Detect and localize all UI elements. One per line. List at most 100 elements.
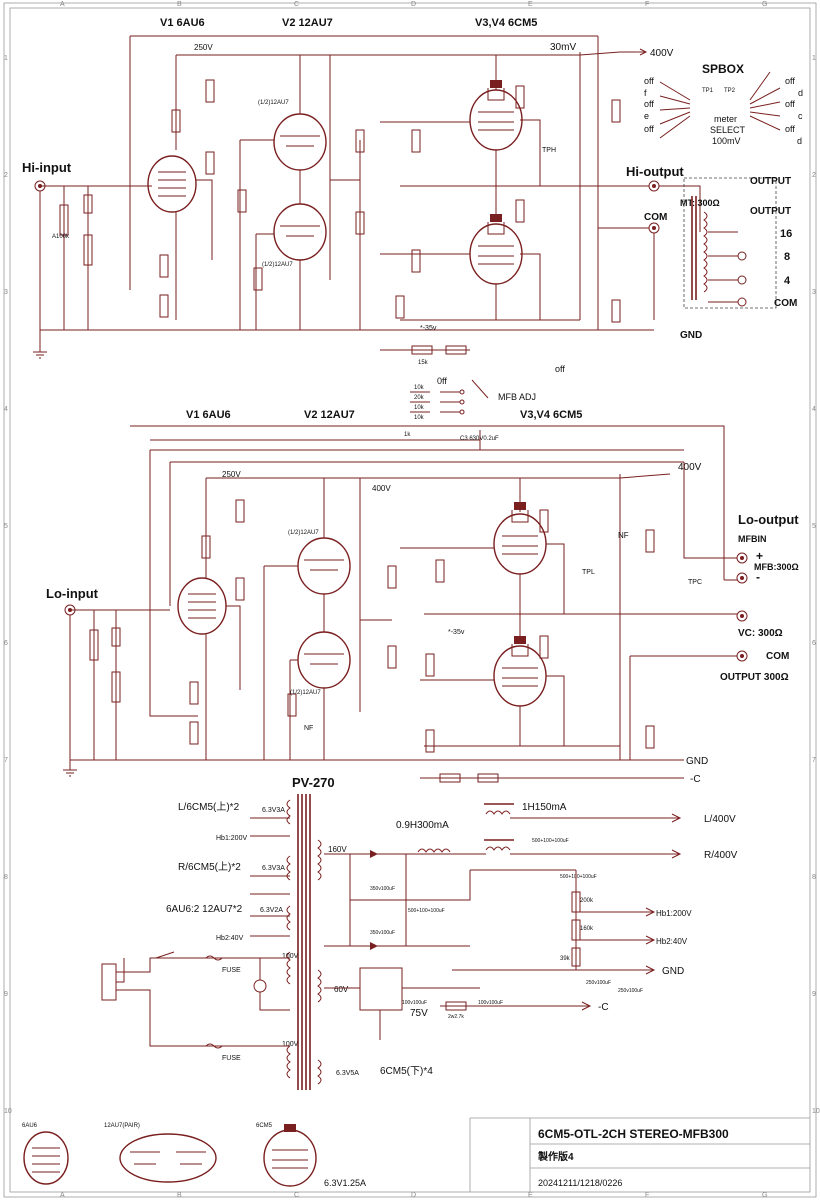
bottom-tube-v2-label: V2 12AU7 [304,409,355,421]
pri-100v-b: 100V [282,1041,299,1048]
drawing-outer-border [3,2,817,1198]
sec-60v: 60V [334,985,349,994]
grid-row-label: 6 [4,640,8,647]
mfb-plus: + [756,549,763,563]
sec-160v: 160V [328,845,347,854]
top-v3-tube [469,89,523,151]
lo-output-label: Lo-output [738,512,799,527]
bottom-v2a-tube [297,537,351,595]
cap-a: 350v100uF [370,886,395,892]
cap-c: 500+100+100uF [408,908,445,914]
grid-col-label: B [177,1,182,8]
top-v2b-tube [273,203,327,261]
grid-row-label: 10 [812,1108,820,1115]
mfb-r1: 10k [414,385,425,391]
svg-text:d: d [798,88,803,98]
vr-a100k: A100k [52,234,70,240]
power-minus-c: -C [598,1002,609,1013]
sec-63v2a: 6.3V2A [260,907,283,914]
l400-label: L/400V [704,814,736,825]
grid-col-label: E [528,1192,533,1199]
tap-4: 4 [784,275,791,287]
mains-connector [101,963,117,1001]
grid-row-label: 8 [812,874,816,881]
bottom-minus-c: -C [690,774,701,785]
sec-63v3a-2: 6.3V3A [262,865,285,872]
mfb-adjust: 0ff MFB ADJ 10k 20k 10k 10k C3 630V0.2uF… [130,376,725,580]
tap-16: 16 [780,228,792,240]
bottom-v3-tube [493,513,547,575]
bottom-tube-v1-label: V1 6AU6 [186,409,231,421]
au6-label: 6AU6:2 12AU7*2 [166,904,243,915]
svg-text:(1/2)12AU7: (1/2)12AU7 [288,530,319,536]
hb1-200-out: Hb1:200V [656,909,692,918]
choke1-label: 0.9H300mA [396,820,449,831]
r-160k: 160k [580,926,594,932]
top-30mv: 30mV [550,42,576,53]
top-output-box [683,177,777,309]
tap-com: COM [774,298,797,309]
svg-text:off: off [644,124,654,134]
cap-250a: 250v100uF [586,980,611,986]
grid-row-label: 2 [812,172,816,179]
drawing-edition: 製作版4 [537,1150,574,1163]
bottom-v2b-tube [297,631,351,689]
grid-row-label: 6 [812,640,816,647]
top-output2: OUTPUT [750,206,791,217]
hi-input-label: Hi-input [22,160,72,175]
grid-col-label: F [645,1192,649,1199]
grid-col-label: E [528,1,533,8]
grid-row-label: 3 [812,289,816,296]
fuse2-label: FUSE [222,1055,241,1062]
grid-row-label: 1 [812,55,816,62]
legend-6au6: 6AU6 [22,1123,38,1129]
top-output1: OUTPUT [750,176,791,187]
output300-label: OUTPUT 300Ω [720,672,789,683]
cm5-lower-label: 6CM5(下)*4 [380,1066,433,1077]
tap-8: 8 [784,251,790,263]
choke2-label: 1H150mA [522,802,567,813]
bottom-minus35: *-35v [448,629,465,636]
top-v2a-tube [273,113,327,171]
mfb-minus-jack [736,572,748,584]
grid-col-label: C [294,1,299,8]
svg-text:off: off [785,76,795,86]
power-supply: PV-270 L/6CM5(上)*2 R/6CM5(上)*2 6AU6:2 12… [101,775,738,1090]
hb1-200-left: Hb1:200V [216,835,247,842]
cap-100a: 100v100uF [402,1000,427,1006]
r-2w27k: 2w2.7k [448,1014,464,1020]
grid-row-label: 7 [4,757,8,764]
grid-row-label: 4 [812,406,816,413]
grid-col-label: D [411,1192,416,1199]
legend-12au7: 12AU7(PAIR) [104,1123,140,1129]
sec-75v: 75V [410,1008,428,1019]
grid-col-label: F [645,1,649,8]
mfb-adj-label: MFB ADJ [498,392,536,402]
grid-row-label: 7 [812,757,816,764]
spbox-meter: meter [714,114,737,124]
grid-row-label: 1 [4,55,8,62]
svg-text:off: off [644,99,654,109]
pri-100v-a: 100V [282,953,299,960]
bottom-gnd: GND [686,756,708,767]
svg-text:c: c [798,111,803,121]
top-amplifier: V1 6AU6 V2 12AU7 V3,V4 6CM5 250V 30mV 40… [22,17,803,374]
top-15k: 15k [418,360,429,366]
top-tube-v34-label: V3,V4 6CM5 [475,17,537,29]
legend-6cm5: 6CM5 [256,1123,273,1129]
cap-d: 500+100+100uF [532,838,569,844]
drawing-date: 20241211/1218/0226 [538,1178,622,1188]
bottom-v1-tube [177,577,227,635]
bottom-com-label: COM [766,651,789,662]
mfb-res: 1k [404,432,411,438]
lo-input-label: Lo-input [46,586,99,601]
fuse1-label: FUSE [222,967,241,974]
top-tube-v1-label: V1 6AU6 [160,17,205,29]
top-tube-v2-label: V2 12AU7 [282,17,333,29]
grid-row-label: 3 [4,289,8,296]
top-com1: COM [644,212,667,223]
spbox-100mv: 100mV [712,136,741,146]
mfb300-label: MFB:300Ω [754,562,799,572]
